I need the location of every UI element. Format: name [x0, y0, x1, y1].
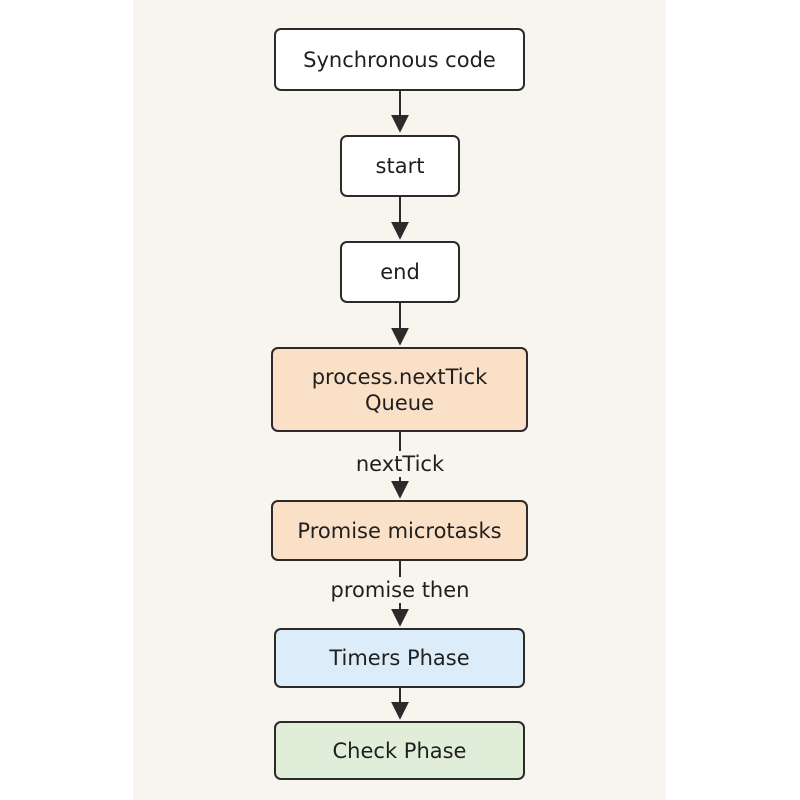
- node-label: end: [380, 260, 420, 284]
- node-promise-microtasks: Promise microtasks: [271, 500, 528, 561]
- node-label: start: [375, 154, 425, 178]
- node-label: Synchronous code: [303, 47, 496, 72]
- node-label: process.nextTick Queue: [311, 364, 488, 415]
- node-check-phase: Check Phase: [274, 721, 525, 780]
- node-label: Promise microtasks: [297, 518, 502, 543]
- node-end: end: [340, 241, 460, 303]
- node-label: Timers Phase: [329, 646, 470, 670]
- node-synchronous-code: Synchronous code: [274, 28, 525, 91]
- node-nexttick-queue: process.nextTick Queue: [271, 347, 528, 432]
- edge-label-nexttick: nextTick: [340, 451, 460, 477]
- node-label: Check Phase: [332, 738, 467, 763]
- node-start: start: [340, 135, 460, 197]
- edge-label-promise-then: promise then: [315, 577, 485, 603]
- node-timers-phase: Timers Phase: [274, 628, 525, 688]
